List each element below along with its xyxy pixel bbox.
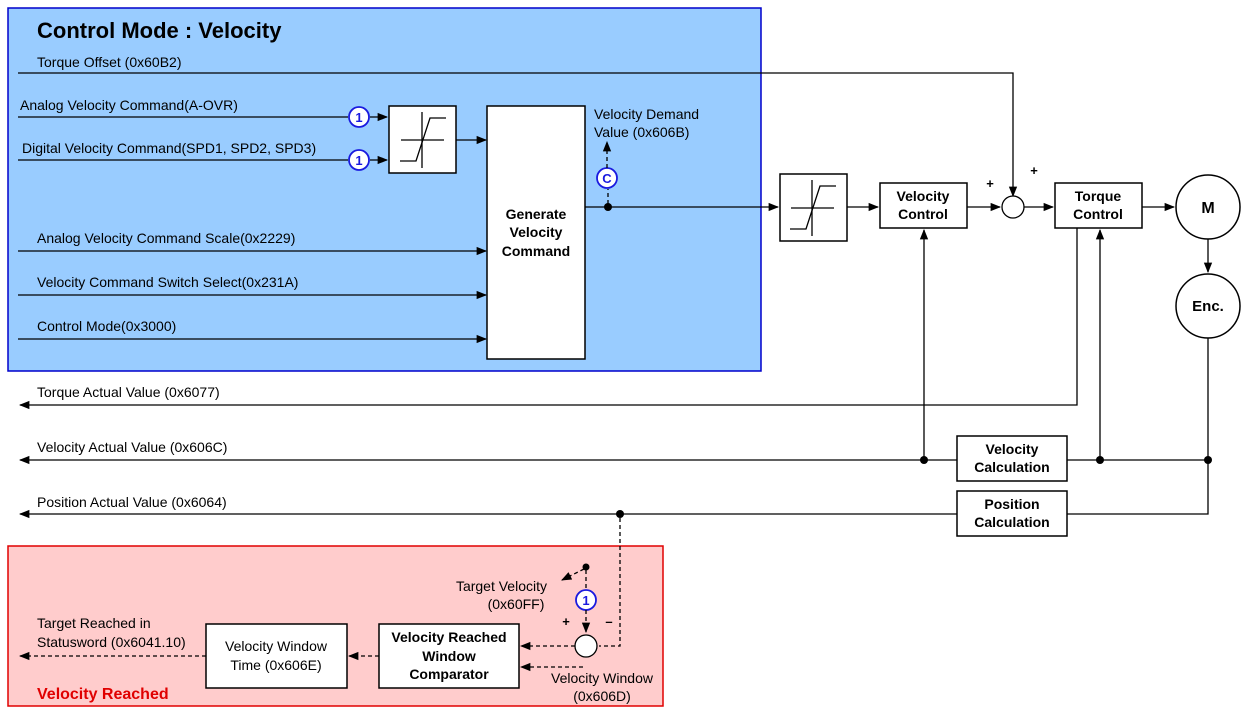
analog-velocity-command-label: Analog Velocity Command(A-OVR): [20, 97, 238, 113]
marker-1-analog-label: 1: [355, 110, 362, 125]
marker-1-digital-label: 1: [355, 153, 362, 168]
torque-feedback-junction: [1096, 456, 1104, 464]
position-calculation-line-1: Position: [984, 496, 1039, 512]
analog-velocity-command-scale-label: Analog Velocity Command Scale(0x2229): [37, 230, 295, 246]
encoder-label: Enc.: [1192, 298, 1224, 315]
comparator-summing-icon: [574, 634, 598, 658]
velocity-calculation-line-1: Velocity: [986, 441, 1039, 457]
comparator-plus: +: [562, 614, 570, 629]
comparator-line-3: Comparator: [409, 666, 489, 682]
marker-c-label: C: [602, 171, 612, 186]
velocity-reached-window-comparator-block: [378, 623, 520, 689]
control-mode-title: Control Mode : Velocity: [37, 18, 282, 43]
comparator-line-1: Velocity Reached: [391, 629, 506, 645]
position-calculation-line-2: Calculation: [974, 514, 1049, 530]
torque-control-line-2: Control: [1073, 206, 1123, 222]
velocity-window-time-block: [205, 623, 348, 689]
velocity-window-time-line-2: Time (0x606E): [230, 657, 321, 673]
torque-offset-label: Torque Offset (0x60B2): [37, 54, 181, 70]
target-velocity-line-2: (0x60FF): [488, 596, 545, 612]
torque-control-block: [1054, 182, 1143, 229]
target-reached-line-2: Statusword (0x6041.10): [37, 634, 186, 650]
torque-offset-line: [18, 72, 1018, 198]
marker-1-target-label: 1: [582, 593, 589, 608]
velocity-feedback-junction: [920, 456, 928, 464]
velocity-calculation-line-2: Calculation: [974, 459, 1049, 475]
generate-velocity-command-line-2: Velocity: [510, 224, 563, 240]
velocity-control-line-1: Velocity: [897, 188, 950, 204]
summing-plus-top: +: [1030, 163, 1038, 178]
position-feedback-junction: [616, 510, 624, 518]
velocity-feedback-dashed-line: [599, 518, 621, 647]
velocity-window-line-2: (0x606D): [573, 688, 631, 704]
torque-actual-value-line: [18, 228, 1078, 410]
velocity-window-time-line-1: Velocity Window: [225, 638, 328, 654]
velocity-actual-value-label: Velocity Actual Value (0x606C): [37, 439, 227, 455]
generate-velocity-command-block: [486, 105, 586, 360]
velocity-demand-value-line-1: Velocity Demand: [594, 106, 699, 122]
comparator-minus: –: [605, 614, 612, 629]
velocity-reached-title: Velocity Reached: [37, 686, 169, 703]
velocity-demand-junction: [604, 203, 612, 211]
generate-velocity-command-line-3: Command: [502, 243, 570, 259]
target-velocity-line-1: Target Velocity: [456, 578, 547, 594]
velocity-calculation-block: [956, 435, 1068, 482]
generate-velocity-command-line-1: Generate: [506, 206, 567, 222]
motor-label: M: [1201, 200, 1214, 217]
torque-control-line-1: Torque: [1075, 188, 1122, 204]
velocity-window-line-1: Velocity Window: [551, 670, 654, 686]
control-mode-label: Control Mode(0x3000): [37, 318, 176, 334]
marker-1-digital-icon: [348, 149, 370, 171]
target-velocity-point: [582, 563, 590, 571]
comparator-line-2: Window: [422, 648, 476, 664]
velocity-control-line-2: Control: [898, 206, 948, 222]
control-mode-panel: [7, 7, 762, 372]
position-actual-value-label: Position Actual Value (0x6064): [37, 494, 227, 510]
digital-velocity-command-label: Digital Velocity Command(SPD1, SPD2, SPD…: [22, 140, 316, 156]
velocity-control-block: [879, 182, 968, 229]
velocity-demand-value-line-2: Value (0x606B): [594, 124, 689, 140]
marker-1-analog-icon: [348, 106, 370, 128]
torque-actual-value-label: Torque Actual Value (0x6077): [37, 384, 220, 400]
target-reached-line-1: Target Reached in: [37, 615, 151, 631]
summing-junction-icon: [1001, 195, 1025, 219]
summing-plus-left: +: [986, 176, 994, 191]
velocity-command-switch-select-label: Velocity Command Switch Select(0x231A): [37, 274, 298, 290]
